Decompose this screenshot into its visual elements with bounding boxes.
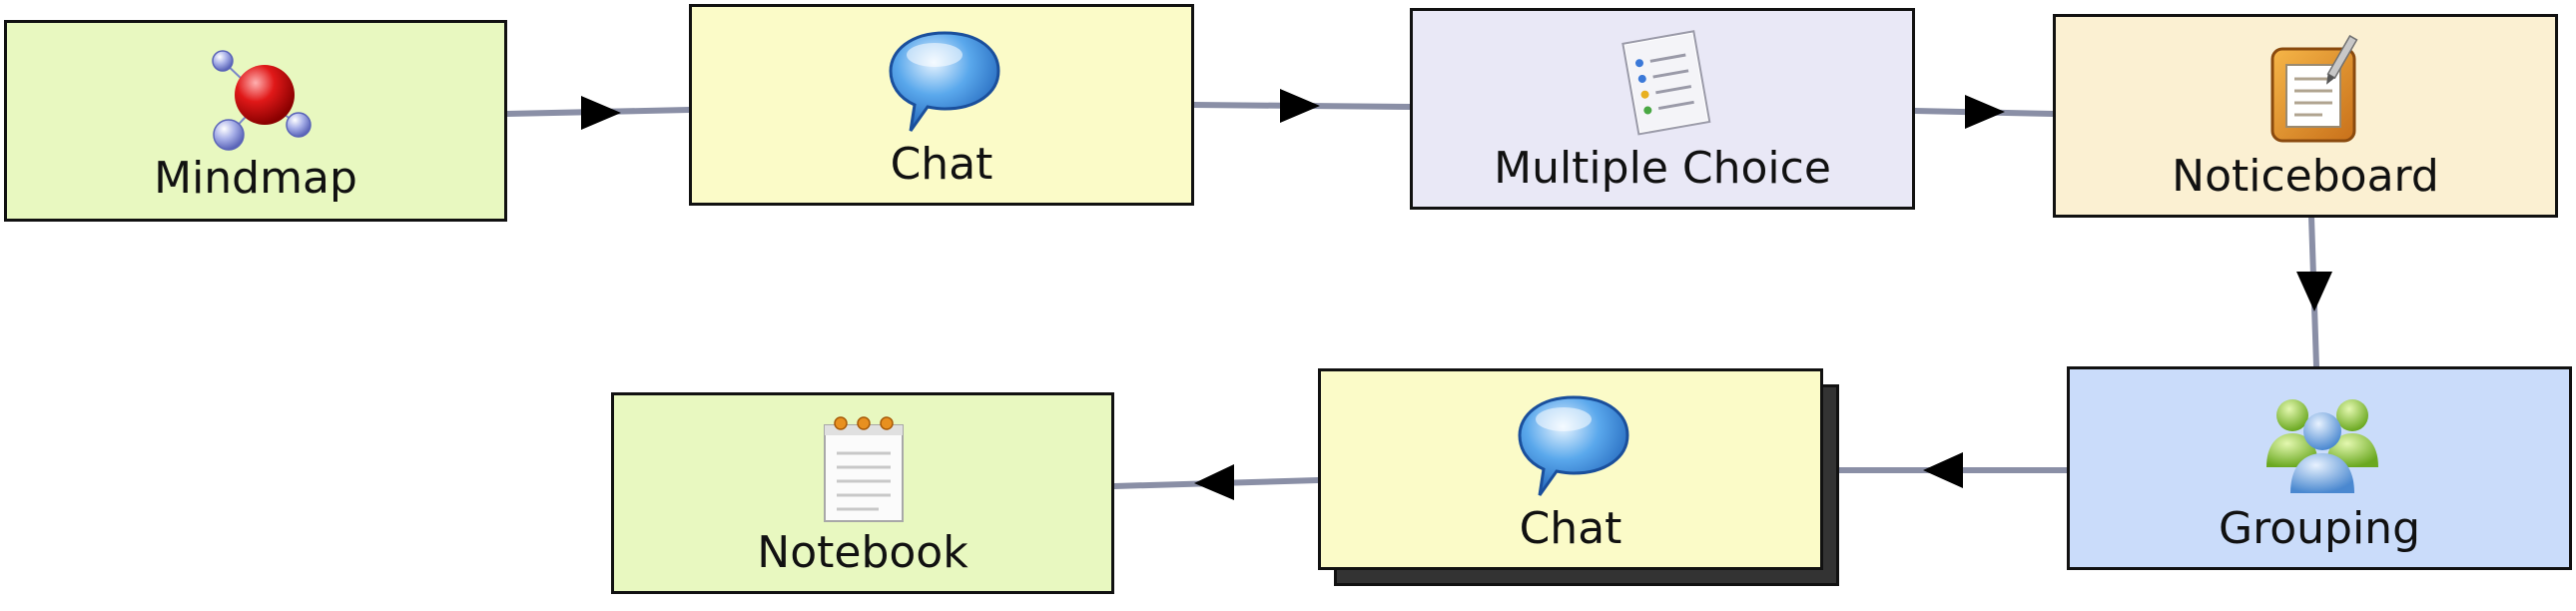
node-label: Multiple Choice xyxy=(1494,143,1831,194)
activity-node-chat[interactable]: Chat xyxy=(689,4,1194,206)
speech-bubble-icon xyxy=(889,31,1000,132)
activity-node-notebook[interactable]: Notebook xyxy=(611,392,1114,594)
arrowhead-noticeboard-grouping xyxy=(2296,272,2332,311)
activity-node-mindmap[interactable]: Mindmap xyxy=(4,20,507,222)
checklist-document-icon xyxy=(1621,30,1711,136)
mindmap-icon xyxy=(212,50,312,151)
activity-node-grouping[interactable]: Grouping xyxy=(2067,366,2572,570)
node-label: Chat xyxy=(1519,503,1622,554)
noticeboard-icon xyxy=(2270,35,2358,143)
activity-node-noticeboard[interactable]: Noticeboard xyxy=(2053,14,2558,218)
node-label: Mindmap xyxy=(154,153,357,204)
node-label: Noticeboard xyxy=(2172,151,2439,202)
node-label: Notebook xyxy=(757,527,968,578)
arrowhead-chat-multiple-choice xyxy=(1280,89,1320,123)
node-label: Chat xyxy=(890,139,993,190)
arrowhead-grouping-chat xyxy=(1923,452,1963,488)
arrowhead-multiple-choice-noticeboard xyxy=(1965,95,2005,129)
arrowhead-chat-notebook xyxy=(1194,464,1234,500)
people-group-icon xyxy=(2266,399,2378,493)
node-label: Grouping xyxy=(2219,503,2420,554)
arrowhead-mindmap-chat xyxy=(581,96,621,130)
activity-node-chat-grouped[interactable]: Chat xyxy=(1318,368,1823,570)
notepad-icon xyxy=(824,416,904,522)
activity-node-multiple-choice[interactable]: Multiple Choice xyxy=(1410,8,1915,210)
speech-bubble-icon xyxy=(1518,395,1629,496)
